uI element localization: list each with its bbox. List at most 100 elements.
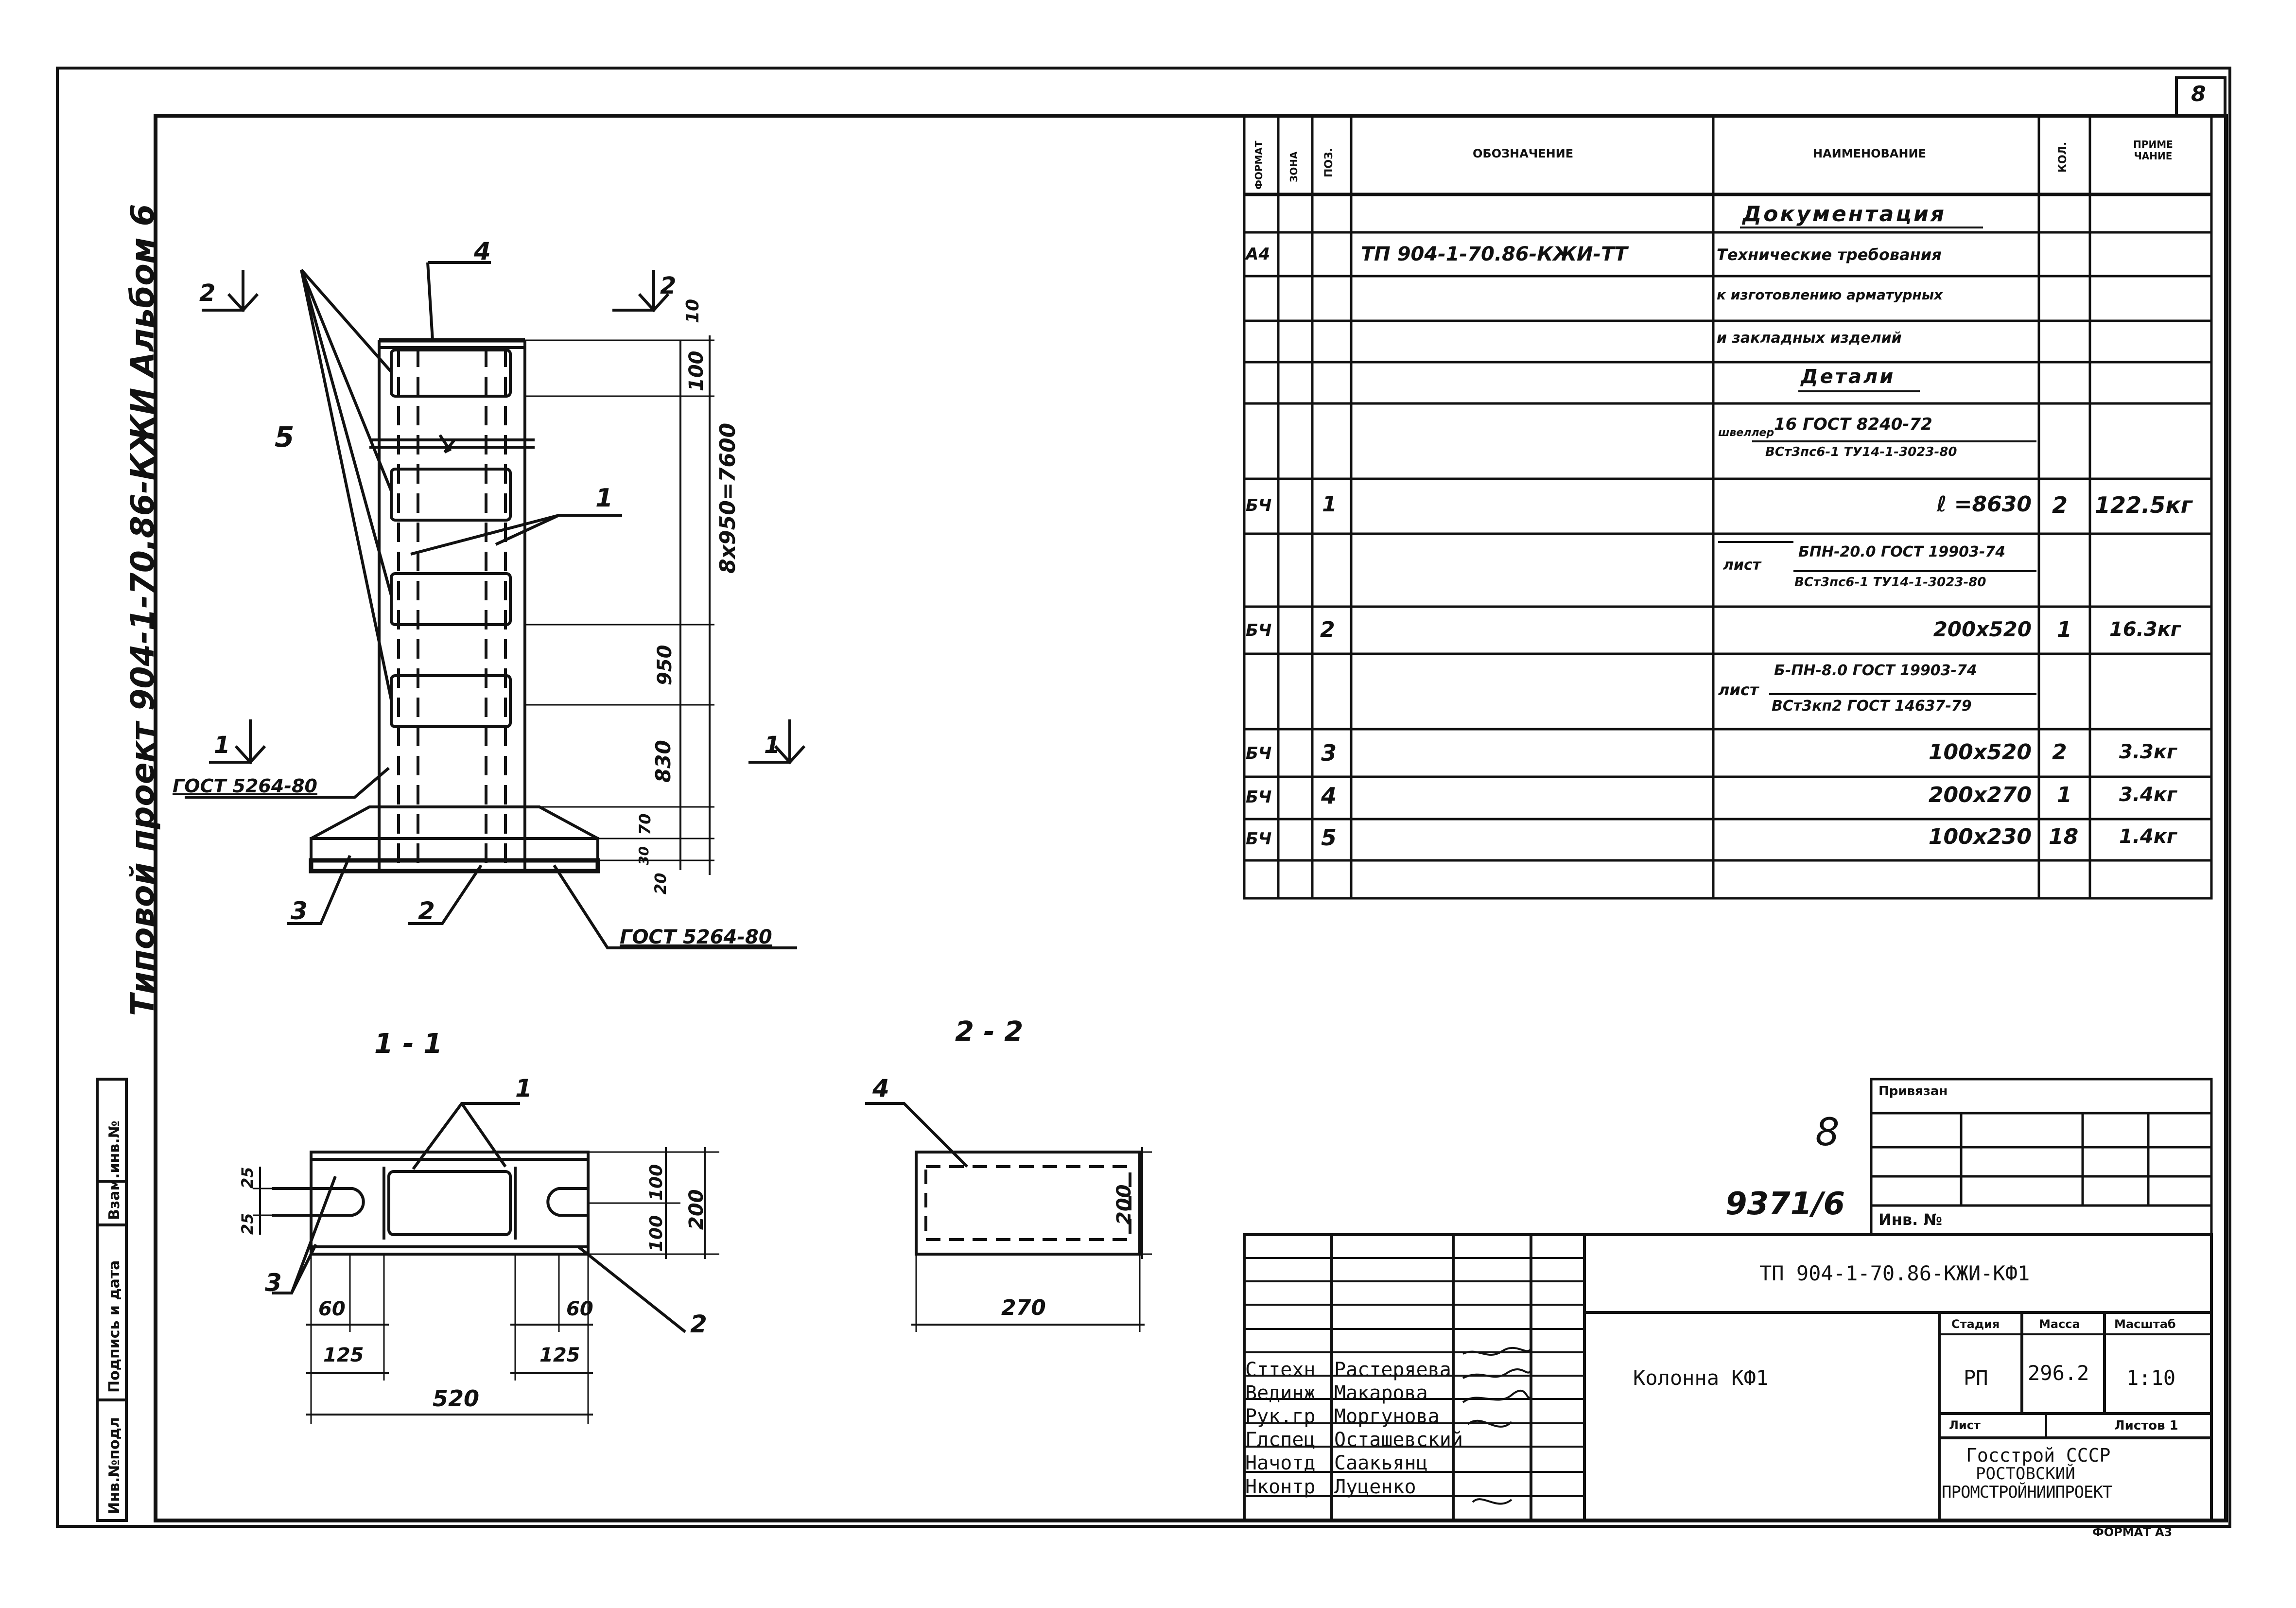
header-format: ФОРМАТ (1253, 140, 1265, 190)
header-pos: ПОЗ. (1323, 147, 1335, 177)
binding-label: Привязан (1879, 1084, 1948, 1099)
row-name: к изготовлению арматурных (1717, 287, 1943, 303)
row-designation: ТП 904-1-70.86-КЖИ-ТТ (1361, 243, 1628, 265)
header-zone: ЗОНА (1288, 151, 1300, 182)
callout-pos-2: 2 (690, 1310, 707, 1338)
callout-pos-1: 1 (515, 1074, 532, 1102)
row-name: Технические требования (1717, 245, 1942, 264)
row-format: БЧ (1246, 744, 1272, 763)
row-name: 200х520 (1933, 617, 2032, 641)
dim-20: 20 (651, 873, 670, 894)
section-mark-1-right: 1 (764, 732, 781, 759)
row-name-prefix: лист (1718, 681, 1759, 699)
section-1-title: 1 - 1 (374, 1028, 443, 1060)
header-note: ПРИМЕ ЧАНИЕ (2133, 139, 2173, 162)
row-name: и закладных изделий (1717, 330, 1902, 347)
row-qty: 1 (2057, 617, 2072, 642)
dim-950: 950 (654, 645, 676, 686)
sheets-label: Листов 1 (2114, 1418, 2178, 1433)
row-format: БЧ (1246, 787, 1272, 807)
section-2-title: 2 - 2 (955, 1016, 1024, 1048)
signer-role: Глспец (1245, 1429, 1316, 1451)
strip-signature-date: Подпись и дата (106, 1260, 123, 1393)
dim-8x950: 8х950=7600 (715, 422, 740, 574)
stage-value: РП (1964, 1366, 1988, 1390)
row-name-bottom: ВСт3кп2 ГОСТ 14637-79 (1772, 698, 1972, 715)
dim-125-left: 125 (323, 1344, 364, 1366)
row-format: БЧ (1246, 829, 1272, 849)
row-name: Документация (1742, 202, 1947, 227)
row-qty: 2 (2052, 740, 2067, 765)
handwritten-code: 9371/6 (1725, 1186, 1845, 1222)
row-pos: 3 (1321, 740, 1337, 766)
section-mark-2-right: 2 (660, 272, 677, 299)
callout-pos-1: 1 (595, 484, 613, 513)
org-line-2: РОСТОВСКИЙ (1976, 1464, 2075, 1484)
dim-25-b: 25 (238, 1213, 257, 1235)
signer-name: Растеряева (1334, 1359, 1451, 1381)
row-name-prefix: лист (1723, 557, 1761, 574)
row-format: БЧ (1246, 496, 1272, 515)
signature-mark (1462, 1346, 1532, 1356)
strip-vzam-inv: Взам.инв.№ (106, 1120, 123, 1220)
row-note: 16.3кг (2109, 618, 2181, 641)
row-note: 3.4кг (2119, 784, 2177, 806)
row-pos: 5 (1321, 824, 1337, 851)
row-qty: 2 (2052, 492, 2068, 518)
mass-label: Масса (2039, 1317, 2080, 1331)
row-note: 3.3кг (2119, 741, 2177, 763)
dim-60-left: 60 (318, 1298, 346, 1320)
drawing-title: Колонна КФ1 (1633, 1366, 1769, 1390)
row-pos: 1 (1322, 492, 1337, 517)
row-name-prefix: швеллер (1718, 427, 1774, 439)
row-name-bottom: ВСт3пс6-1 ТУ14-1-3023-80 (1765, 445, 1957, 459)
org-line-3: ПРОМСТРОЙНИИПРОЕКТ (1942, 1483, 2112, 1502)
inv-label: Инв. № (1879, 1210, 1942, 1229)
row-format: А4 (1246, 245, 1270, 264)
dim-70: 70 (636, 813, 654, 835)
callout-pos-3: 3 (291, 897, 308, 925)
callout-pos-4: 4 (474, 237, 491, 265)
row-note: 122.5кг (2095, 492, 2192, 518)
dim-520: 520 (433, 1385, 480, 1412)
org-line-1: Госстрой СССР (1966, 1445, 2111, 1466)
dim-100-a: 100 (646, 1164, 666, 1201)
dim-100: 100 (685, 350, 708, 392)
signer-name: Осташевский (1334, 1429, 1463, 1451)
row-name-top: 16 ГОСТ 8240-72 (1774, 415, 1932, 434)
dim-10: 10 (683, 298, 703, 323)
row-name-top: Б-ПН-8.0 ГОСТ 19903-74 (1774, 662, 1977, 679)
header-designation: ОБОЗНАЧЕНИЕ (1473, 147, 1574, 160)
signer-name: Луценко (1334, 1476, 1416, 1498)
signer-role: Вединж (1245, 1382, 1316, 1404)
row-pos: 4 (1321, 783, 1337, 809)
signer-role: Нконтр (1245, 1476, 1316, 1498)
format-label: ФОРМАТ А3 (2092, 1525, 2173, 1539)
dim-270: 270 (1001, 1295, 1046, 1320)
dim-830: 830 (651, 740, 675, 783)
signer-name: Моргунова (1334, 1405, 1440, 1428)
signer-name: Саакьянц (1334, 1452, 1428, 1474)
dim-100-b: 100 (646, 1215, 666, 1252)
row-qty: 18 (2049, 824, 2079, 849)
callout-pos-3: 3 (265, 1269, 282, 1297)
header-name: НАИМЕНОВАНИЕ (1813, 147, 1926, 160)
handwritten-number: 8 (1815, 1111, 1840, 1154)
row-name: ℓ =8630 (1936, 492, 2032, 517)
row-note: 1.4кг (2119, 825, 2177, 848)
scale-value: 1:10 (2126, 1366, 2176, 1390)
row-name-top: БПН-20.0 ГОСТ 19903-74 (1798, 543, 2006, 560)
dim-200: 200 (685, 1189, 708, 1230)
section-mark-1-left: 1 (214, 732, 230, 759)
signer-name: Макарова (1334, 1382, 1428, 1404)
row-name-bottom: ВСт3пс6-1 ТУ14-1-3023-80 (1794, 575, 1986, 590)
signer-role: Рук.гр (1245, 1405, 1316, 1428)
row-name: Детали (1801, 366, 1896, 388)
sheet-label: Лист (1949, 1418, 1981, 1432)
row-name: 100х230 (1928, 824, 2032, 849)
stage-label: Стадия (1951, 1317, 2000, 1331)
mass-value: 296.2 (2028, 1361, 2089, 1385)
dim-60-right: 60 (566, 1298, 593, 1320)
drawing-code: ТП 904-1-70.86-КЖИ-КФ1 (1759, 1261, 2030, 1285)
